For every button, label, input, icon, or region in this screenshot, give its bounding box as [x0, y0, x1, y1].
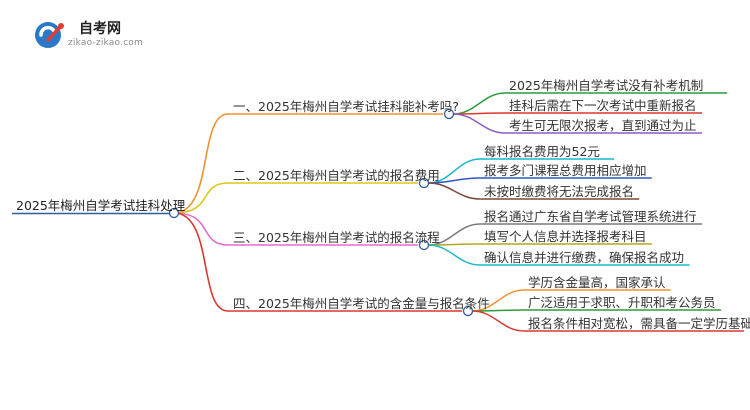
- branch-label-3: 三、2025年梅州自学考试的报名流程: [233, 230, 440, 245]
- branch-node-3[interactable]: [418, 239, 430, 251]
- leaf-label-1-1: 2025年梅州自学考试没有补考机制: [509, 78, 704, 93]
- leaf-edge-1-3: [453, 113, 702, 134]
- leaf-label-2-1: 每科报名费用为52元: [484, 144, 600, 159]
- leaf-label-3-1: 报名通过广东省自学考试管理系统进行: [484, 209, 697, 224]
- branch-label-2: 二、2025年梅州自学考试的报名费用: [233, 168, 440, 183]
- leaf-label-2-3: 未按时缴费将无法完成报名: [484, 184, 635, 199]
- leaf-label-3-2: 填写个人信息并选择报考科目: [484, 229, 647, 244]
- logo-url: zikao-zikao.com: [68, 38, 143, 48]
- leaf-label-2-2: 报考多门课程总费用相应增加: [484, 163, 647, 178]
- leaf-edge-2-3: [428, 182, 640, 200]
- leaf-label-4-2: 广泛适用于求职、升职和考公务员: [528, 295, 716, 310]
- leaf-label-1-3: 考生可无限次报考，直到通过为止: [509, 118, 697, 133]
- branch-node-2[interactable]: [418, 177, 430, 189]
- branch-edge-2: [173, 182, 229, 214]
- leaf-label-1-2: 挂科后需在下一次考试中重新报名: [509, 98, 697, 113]
- branch-label-1: 一、2025年梅州自学考试挂科能补考吗?: [233, 99, 459, 114]
- site-logo[interactable]: 自考网 zikao-zikao.com: [30, 14, 170, 56]
- branch-edge-1: [173, 113, 229, 214]
- leaf-label-4-3: 报名条件相对宽松，需具备一定学历基础: [528, 316, 750, 331]
- root-node[interactable]: [168, 207, 180, 219]
- leaf-label-4-1: 学历含金量高，国家承认: [528, 275, 666, 290]
- logo-icon: [35, 22, 64, 48]
- branch-edge-3: [173, 212, 229, 246]
- branch-edge-4: [173, 212, 229, 312]
- root-topic: 2025年梅州自学考试挂科处理: [16, 198, 186, 213]
- branch-node-1[interactable]: [443, 108, 455, 120]
- branch-node-4[interactable]: [462, 305, 474, 317]
- leaf-label-3-3: 确认信息并进行缴费，确保报名成功: [484, 250, 685, 265]
- logo-title: 自考网: [79, 21, 121, 37]
- leaf-edge-3-3: [428, 244, 690, 266]
- leaf-edge-4-3: [472, 310, 744, 332]
- branch-label-4: 四、2025年梅州自学考试的含金量与报名条件: [233, 296, 490, 311]
